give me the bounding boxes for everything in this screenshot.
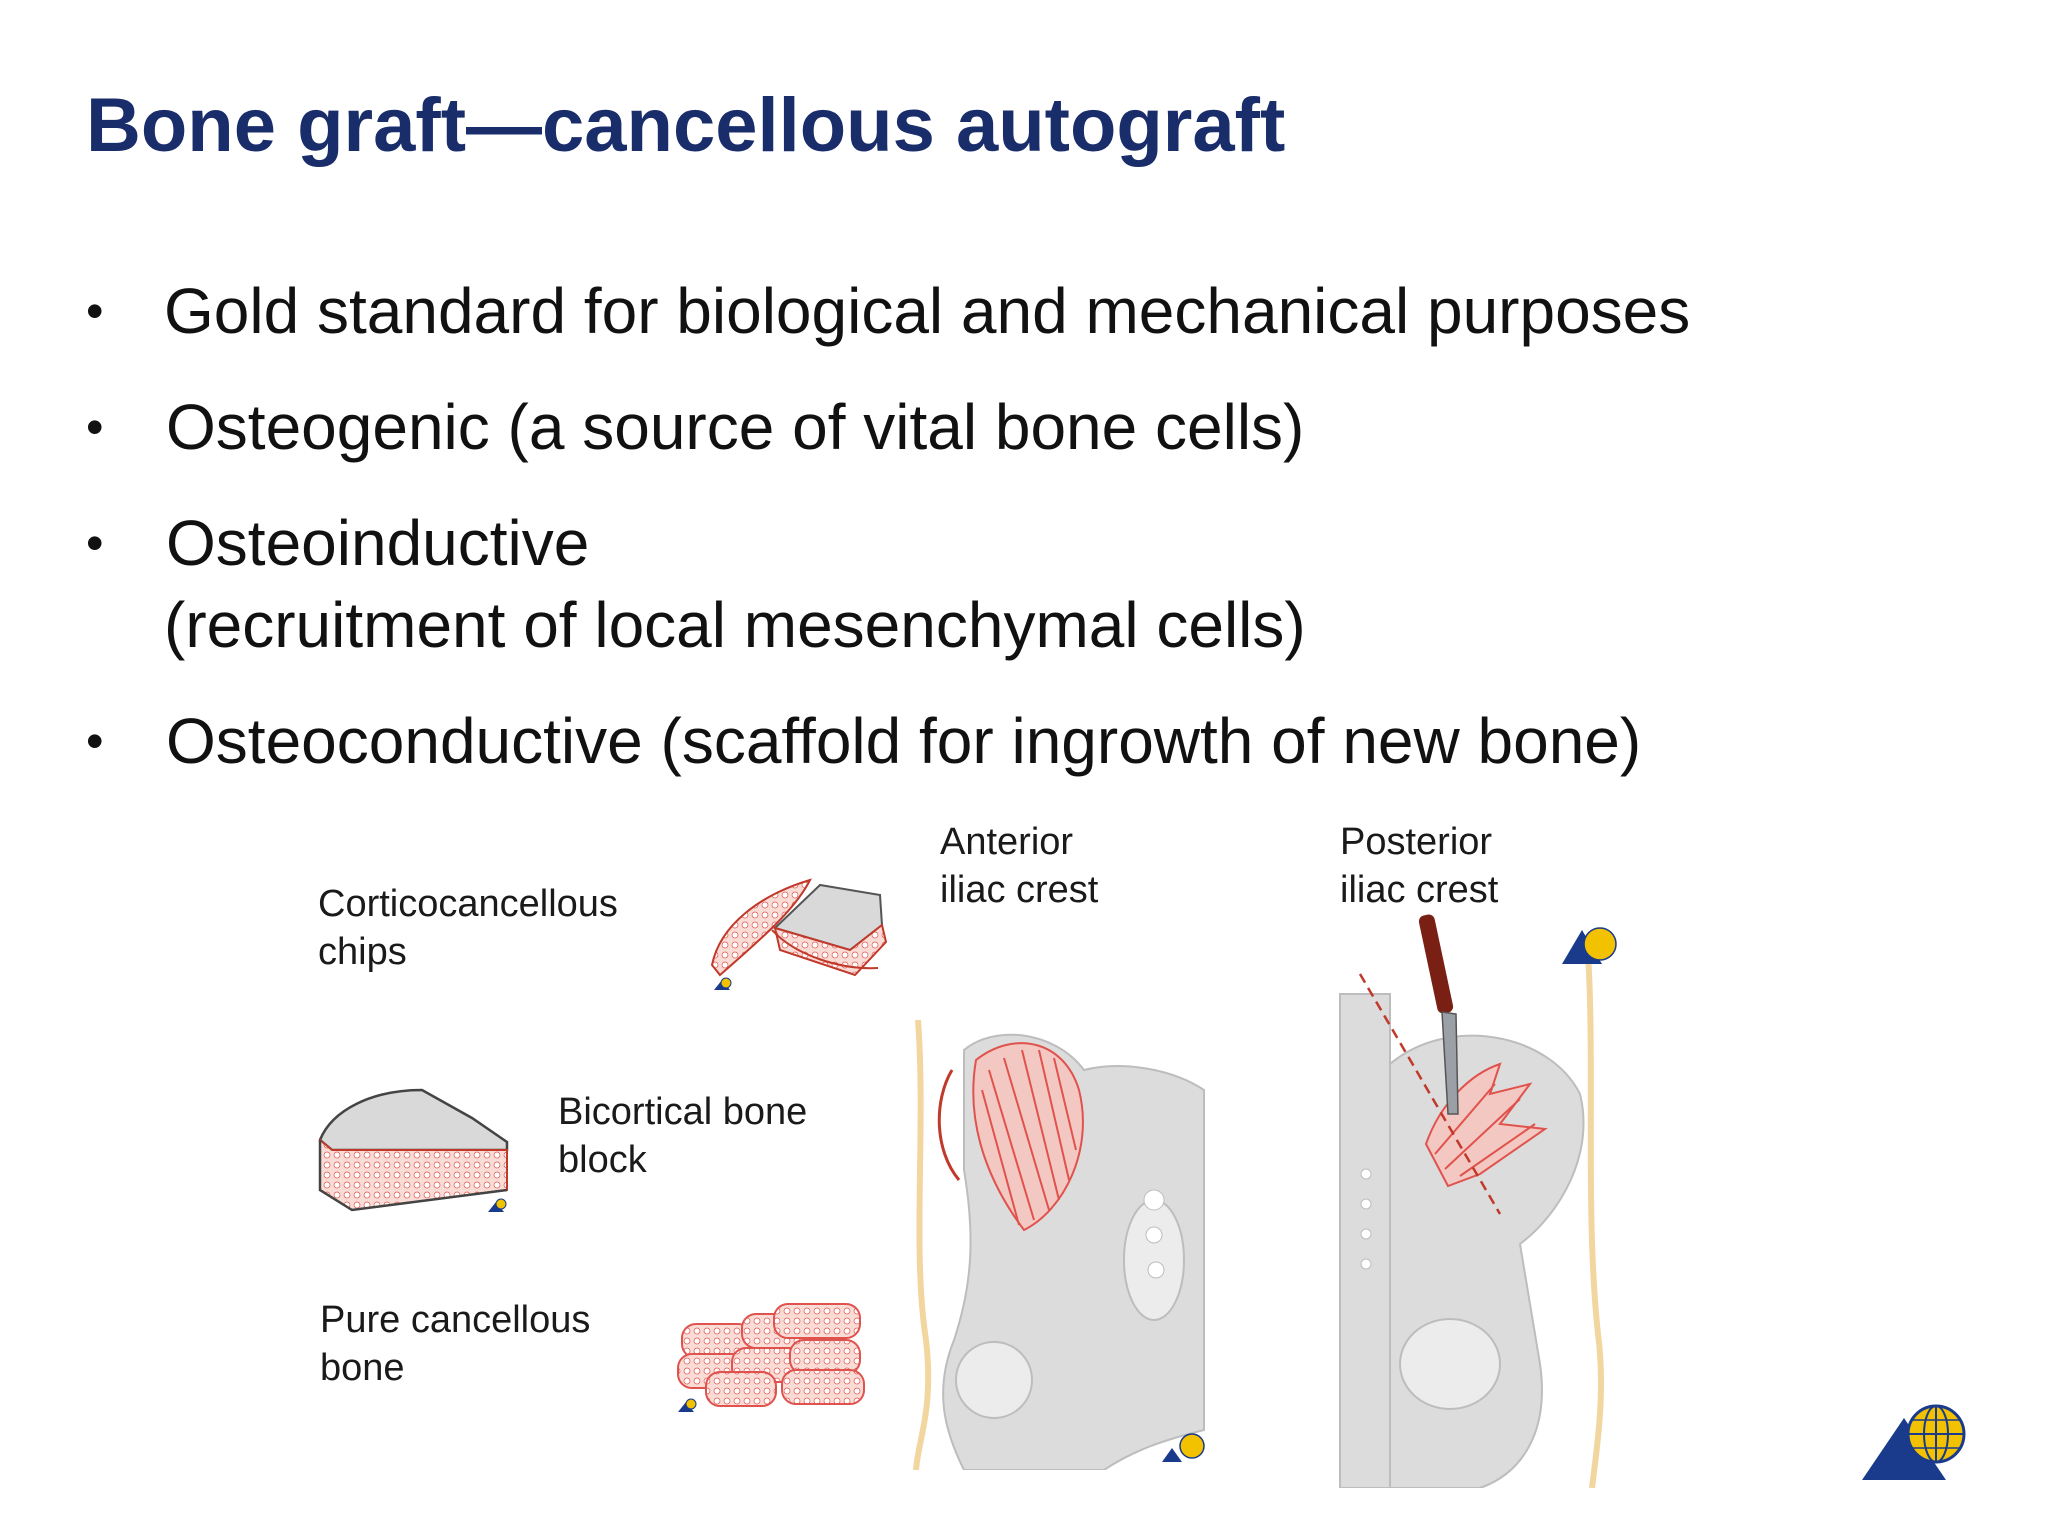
anterior-iliac-crest-illustration bbox=[913, 1019, 1205, 1470]
label-block-line1: Bicortical bone bbox=[558, 1091, 808, 1133]
label-block-line2: block bbox=[558, 1139, 647, 1181]
label-chips-line1: Corticocancellous bbox=[318, 883, 618, 925]
slide-title: Bone graft—cancellous autograft bbox=[86, 83, 1286, 168]
bullet-dot: • bbox=[86, 515, 104, 571]
label-anterior-line1: Anterior bbox=[940, 821, 1074, 863]
label-anterior: Anterior iliac crest bbox=[940, 818, 1098, 914]
bullet-text: Gold standard for biological and mechani… bbox=[164, 275, 1691, 347]
label-pure: Pure cancellous bone bbox=[320, 1296, 590, 1392]
label-posterior-line1: Posterior bbox=[1340, 821, 1493, 863]
label-posterior-line2: iliac crest bbox=[1340, 869, 1499, 911]
bicortical-bone-block-illustration bbox=[318, 1088, 509, 1212]
corticocancellous-chips-illustration bbox=[710, 878, 888, 990]
label-chips: Corticocancellous chips bbox=[318, 880, 618, 976]
bullet-text: Osteogenic (a source of vital bone cells… bbox=[166, 391, 1305, 463]
bullet-dot: • bbox=[86, 399, 104, 455]
label-pure-line2: bone bbox=[320, 1347, 405, 1389]
label-posterior: Posterior iliac crest bbox=[1340, 818, 1498, 914]
bullet-dot: • bbox=[86, 713, 104, 769]
pure-cancellous-bone-illustration bbox=[677, 1303, 865, 1412]
label-block: Bicortical bone block bbox=[558, 1088, 807, 1184]
bullet-text-continuation: (recruitment of local mesenchymal cells) bbox=[164, 589, 1306, 661]
label-anterior-line2: iliac crest bbox=[940, 869, 1099, 911]
bullet-dot: • bbox=[86, 283, 104, 339]
ao-foundation-logo-icon bbox=[1862, 1404, 1966, 1480]
label-chips-line2: chips bbox=[318, 931, 407, 973]
label-pure-line1: Pure cancellous bbox=[320, 1299, 591, 1341]
posterior-iliac-crest-illustration bbox=[1339, 914, 1617, 1488]
bullet-text: Osteoinductive bbox=[166, 507, 590, 579]
bullet-text: Osteoconductive (scaffold for ingrowth o… bbox=[166, 705, 1642, 777]
